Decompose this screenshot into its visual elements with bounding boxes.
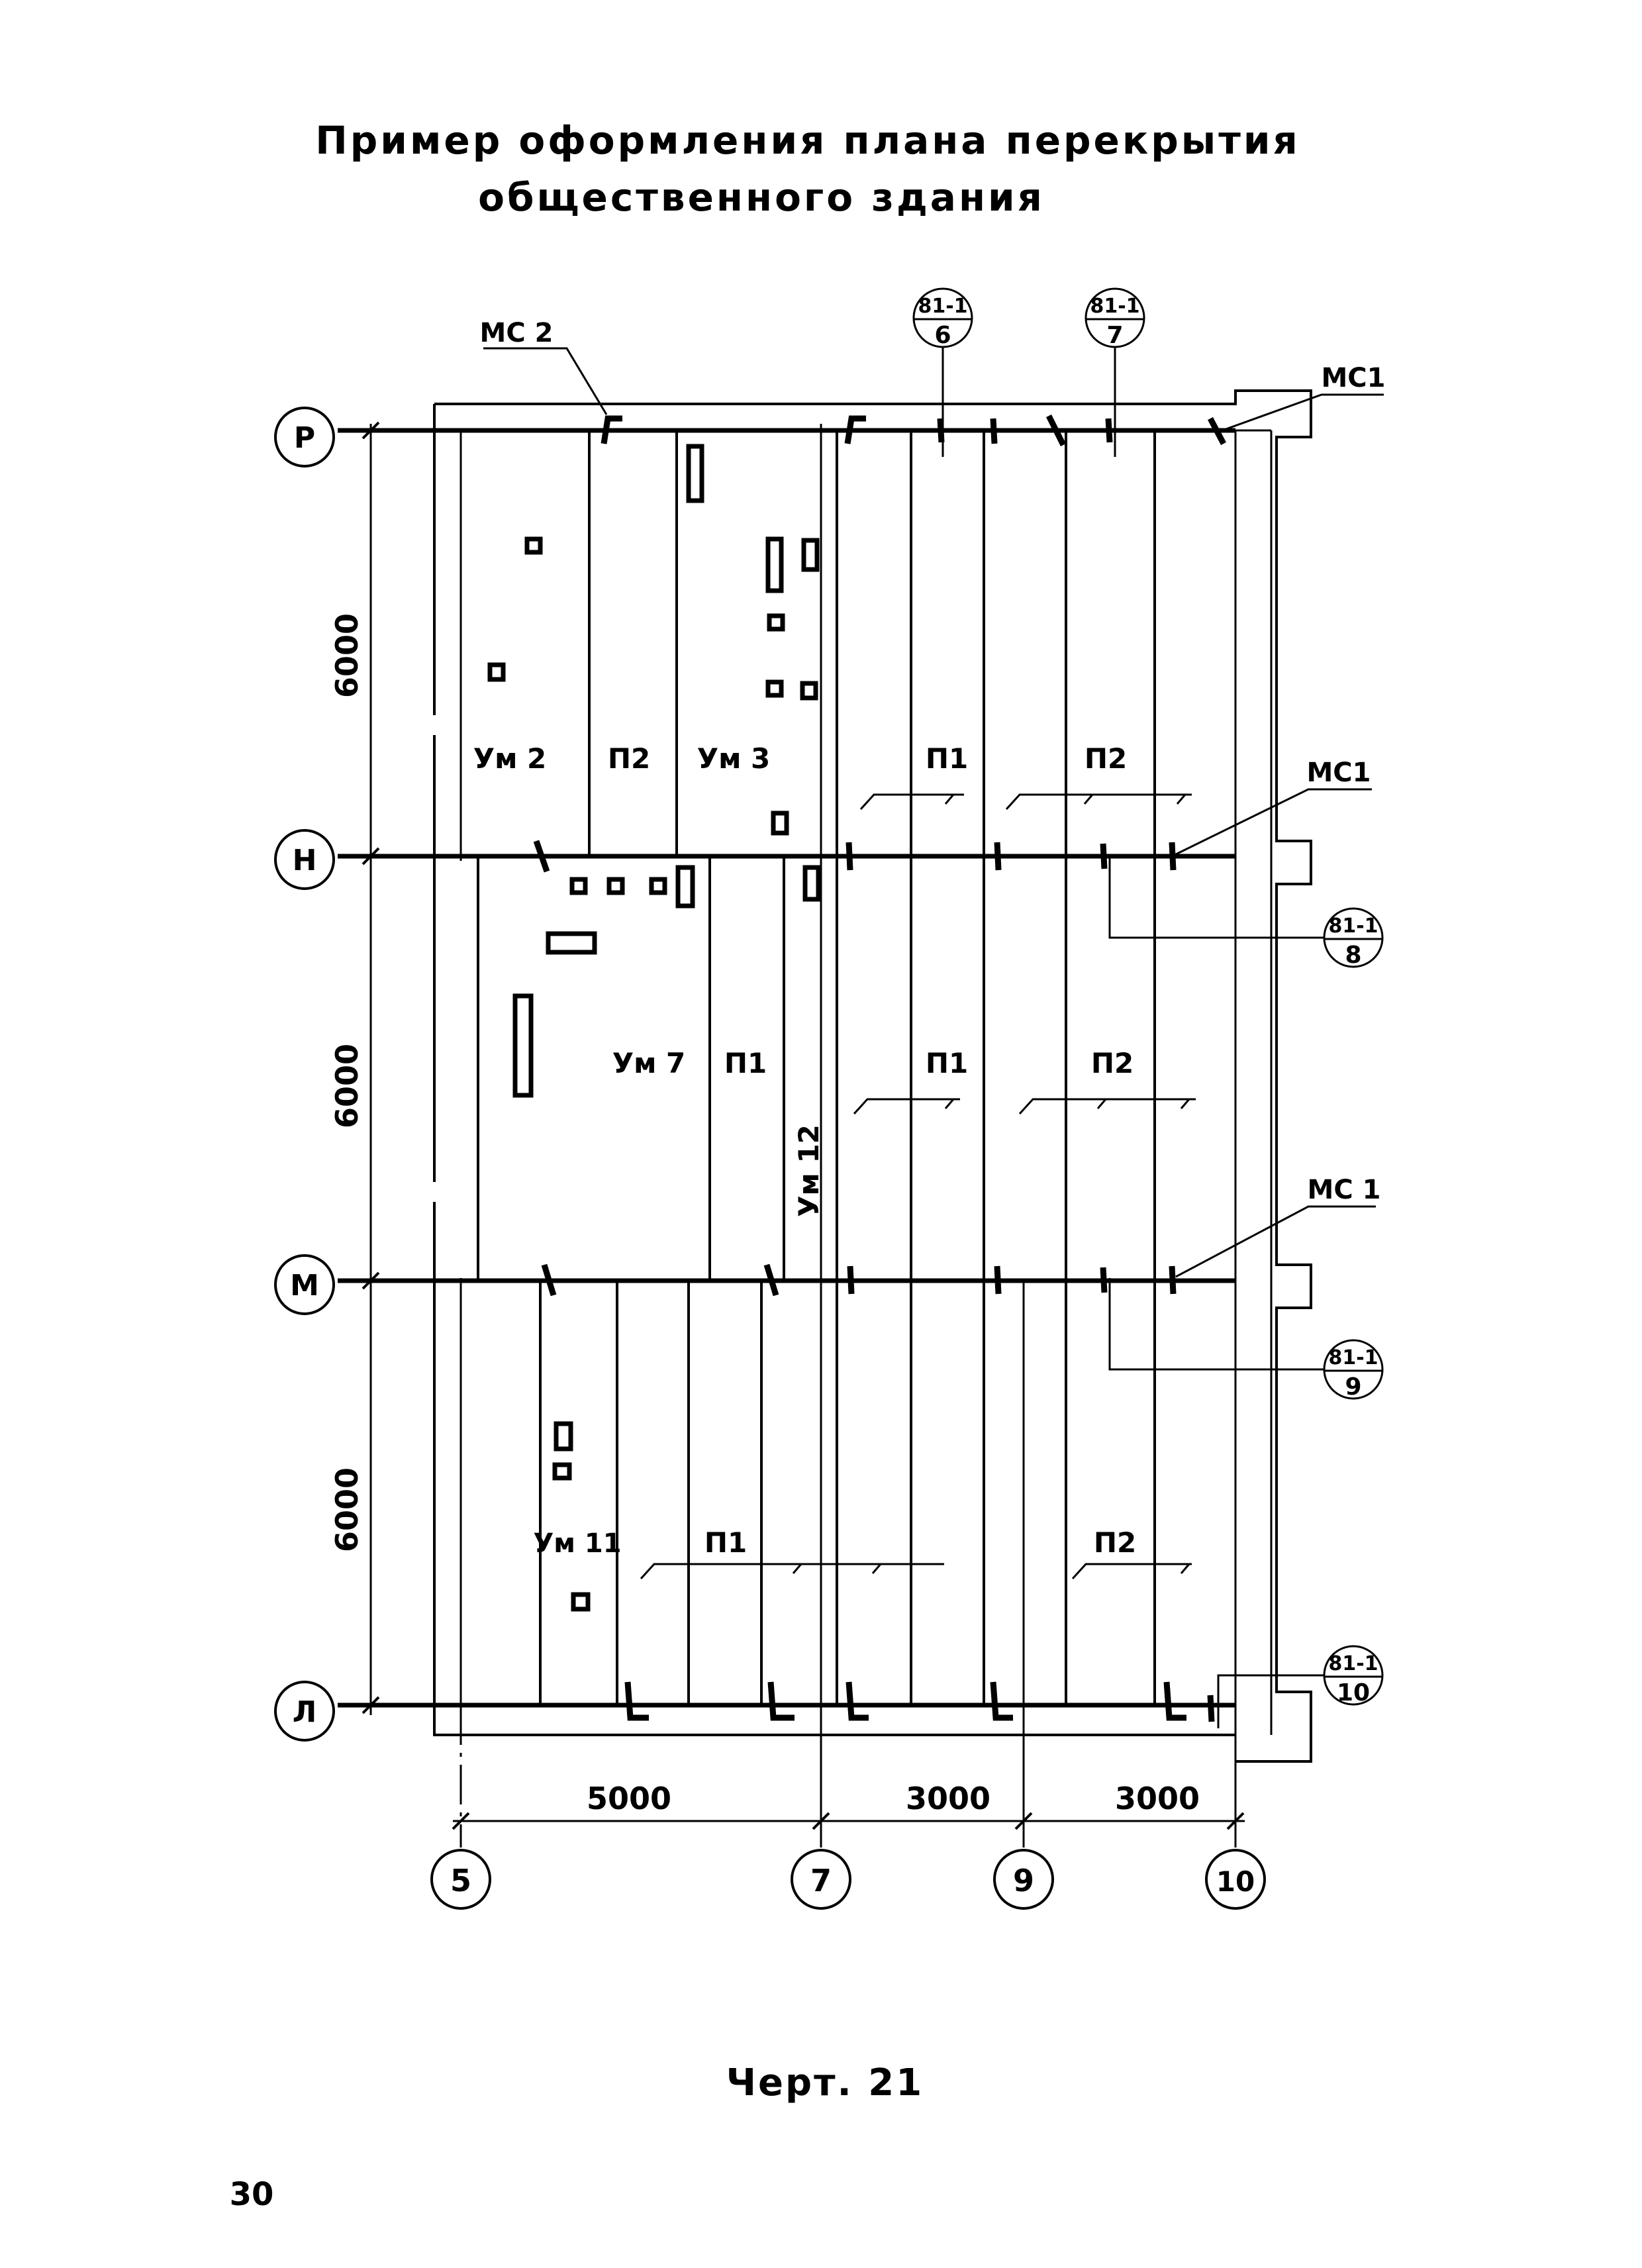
column-axis-lines <box>459 424 1237 1848</box>
axis-marker-5: 5 <box>430 1849 491 1910</box>
svg-text:7: 7 <box>810 1863 832 1898</box>
section-ref-6: 81-1 6 <box>912 287 973 457</box>
anchor-ties <box>533 414 1226 1722</box>
svg-text:5: 5 <box>450 1863 471 1898</box>
svg-text:81-1: 81-1 <box>1090 295 1139 318</box>
page-number: 30 <box>230 2176 274 2213</box>
slab-openings <box>487 444 821 1612</box>
dim-3000-a: 3000 <box>906 1781 990 1816</box>
svg-text:7: 7 <box>1106 322 1123 349</box>
svg-text:6: 6 <box>934 322 951 349</box>
svg-text:9: 9 <box>1345 1373 1361 1401</box>
axis-marker-10: 10 <box>1205 1849 1266 1910</box>
outer-walls <box>433 389 1312 1763</box>
slab-label-p2: П2 <box>1094 1526 1136 1559</box>
section-ref-7: 81-1 7 <box>1085 287 1145 457</box>
dim-6000-mid: 6000 <box>329 1044 365 1128</box>
svg-text:10: 10 <box>1216 1865 1255 1898</box>
title-line-2: общественного здания <box>478 175 1045 220</box>
svg-text:8: 8 <box>1345 942 1361 969</box>
svg-text:10: 10 <box>1337 1679 1370 1706</box>
section-ref-9: 81-1 9 <box>1108 1278 1384 1401</box>
axis-marker-7: 7 <box>791 1849 851 1910</box>
axis-marker-9: 9 <box>993 1849 1054 1910</box>
slab-label-um12: Ум 12 <box>793 1124 825 1217</box>
axis-marker-n: Н <box>274 829 335 890</box>
dim-6000-bottom: 6000 <box>329 1467 365 1552</box>
svg-text:9: 9 <box>1013 1863 1034 1898</box>
svg-text:Н: Н <box>293 844 317 877</box>
section-refs: 81-1 6 81-1 7 81-1 8 81-1 9 <box>912 287 1384 1728</box>
mc1-label-top: МС1 <box>1322 363 1386 393</box>
axis-marker-r: Р <box>274 407 335 468</box>
svg-text:81-1: 81-1 <box>1328 1652 1378 1675</box>
slab-label-um2: Ум 2 <box>473 742 547 775</box>
title-line-1: Пример оформления плана перекрытия <box>315 118 1300 163</box>
slab-label-p2: П2 <box>1085 742 1127 775</box>
horizontal-dimensions: 5000 3000 3000 <box>452 1781 1245 1830</box>
vertical-dimensions: 6000 6000 6000 <box>329 421 380 1715</box>
slab-label-p1: П1 <box>704 1526 747 1559</box>
mc1-label-low: МС 1 <box>1308 1175 1381 1205</box>
slab-label-um11: Ум 11 <box>533 1528 621 1559</box>
slab-joints <box>477 430 1156 1705</box>
svg-text:81-1: 81-1 <box>1328 914 1378 938</box>
slab-labels: Ум 2 П2 Ум 3 П1 П2 Ум 7 П1 Ум 12 П1 П2 У… <box>473 742 1136 1559</box>
dim-6000-top: 6000 <box>329 613 365 698</box>
mc-callouts: МС 2 МС1 МС1 МС 1 <box>480 318 1386 1278</box>
mc2-label: МС 2 <box>480 318 554 348</box>
dim-3000-b: 3000 <box>1115 1781 1200 1816</box>
slab-label-p1: П1 <box>926 742 968 775</box>
slab-label-p2: П2 <box>608 742 650 775</box>
svg-text:Л: Л <box>293 1695 317 1729</box>
svg-text:Р: Р <box>294 421 315 455</box>
mc1-label-mid: МС1 <box>1307 758 1371 788</box>
slab-extent-leaders <box>640 793 1196 1580</box>
axis-marker-m: М <box>274 1254 335 1315</box>
axis-marker-l: Л <box>274 1681 335 1742</box>
slab-label-um3: Ум 3 <box>697 742 771 775</box>
slab-label-um7: Ум 7 <box>612 1047 686 1079</box>
slab-label-p1: П1 <box>724 1047 767 1079</box>
row-axis-markers: Р Н М Л <box>274 407 335 1742</box>
svg-text:М: М <box>290 1269 319 1303</box>
svg-text:81-1: 81-1 <box>1328 1346 1378 1369</box>
svg-text:81-1: 81-1 <box>918 295 967 318</box>
slab-label-p2: П2 <box>1091 1047 1134 1079</box>
dim-5000: 5000 <box>587 1781 671 1816</box>
section-ref-8: 81-1 8 <box>1108 854 1384 969</box>
figure-caption: Черт. 21 <box>726 2061 924 2104</box>
section-ref-10: 81-1 10 <box>1217 1645 1384 1728</box>
column-axis-markers: 5 7 9 10 <box>430 1849 1266 1910</box>
slab-label-p1: П1 <box>926 1047 968 1079</box>
